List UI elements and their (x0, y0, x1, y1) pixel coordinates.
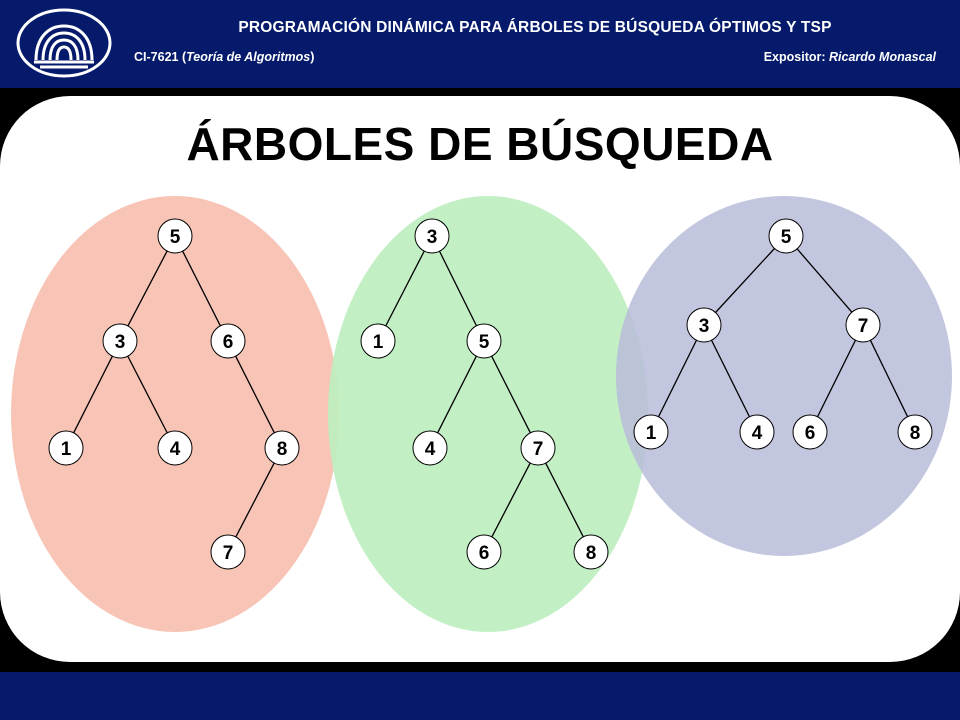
header-bar: PROGRAMACIÓN DINÁMICA PARA ÁRBOLES DE BÚ… (0, 0, 960, 88)
tree-node-label: 3 (427, 227, 438, 248)
university-logo-icon (16, 8, 112, 78)
tree-node (739, 414, 775, 450)
course-label: CI-7621 (Teoría de Algoritmos) (134, 50, 314, 64)
slide-title: ÁRBOLES DE BÚSQUEDA (186, 118, 774, 170)
tree-edge (235, 355, 275, 434)
tree-edge (385, 250, 425, 327)
tree-node (48, 430, 84, 466)
tree-node-label: 6 (223, 332, 234, 353)
tree-node-label: 5 (479, 332, 490, 353)
tree-edge (869, 340, 909, 417)
tree-node (520, 430, 556, 466)
speaker-label: Expositor: Ricardo Monascal (764, 50, 936, 64)
tree-node (360, 323, 396, 359)
tree-node (792, 414, 828, 450)
tree-edge (816, 339, 857, 418)
tree-node-label: 4 (752, 423, 763, 444)
tree-node (573, 534, 609, 570)
tree-node (686, 307, 722, 343)
tree-node-label: 8 (586, 543, 597, 564)
tree-node-label: 1 (373, 332, 384, 353)
tree-node-label: 7 (533, 439, 544, 460)
tree-edge (73, 355, 113, 434)
tree-2: 3 1 5 4 7 6 8 (360, 218, 609, 570)
tree-edge (182, 250, 221, 327)
tree-node-label: 7 (858, 316, 869, 337)
tree-edge (235, 462, 275, 538)
tree-node (157, 430, 193, 466)
tree-edge (437, 355, 477, 434)
tree-node-label: 4 (425, 439, 436, 460)
tree-node (210, 534, 246, 570)
tree-node (414, 218, 450, 254)
footer-bar (0, 672, 960, 720)
tree-edge (715, 248, 775, 313)
tree-3: 5 3 7 1 4 6 8 (633, 218, 933, 450)
tree-3-background (616, 196, 952, 556)
tree-node-label: 5 (170, 227, 181, 248)
tree-node (897, 414, 933, 450)
tree-node (102, 323, 138, 359)
tree-edge (491, 355, 531, 434)
tree-1: 5 3 6 1 4 8 7 (48, 218, 300, 570)
speaker-name: Ricardo Monascal (829, 50, 936, 64)
tree-node (264, 430, 300, 466)
tree-edge (127, 250, 168, 327)
tree-node (845, 307, 881, 343)
tree-node-label: 3 (699, 316, 710, 337)
tree-edge (491, 462, 531, 538)
tree-edge (710, 339, 751, 418)
tree-node-label: 1 (646, 423, 657, 444)
tree-node-label: 8 (277, 439, 288, 460)
tree-node-label: 8 (910, 423, 921, 444)
tree-node (768, 218, 804, 254)
tree-node (412, 430, 448, 466)
course-name: Teoría de Algoritmos (186, 50, 311, 64)
tree-node-label: 3 (115, 332, 126, 353)
search-trees: 5 3 6 1 4 8 7 3 1 5 4 7 6 8 5 3 7 1 4 6 8 (48, 218, 933, 570)
tree-edge (545, 462, 584, 538)
presentation-title: PROGRAMACIÓN DINÁMICA PARA ÁRBOLES DE BÚ… (238, 19, 832, 36)
tree-node-label: 6 (479, 543, 490, 564)
tree-node (466, 323, 502, 359)
tree-node-label: 6 (805, 423, 816, 444)
tree-node (210, 323, 246, 359)
tree-node (633, 414, 669, 450)
tree-node-label: 7 (223, 543, 234, 564)
tree-node-label: 5 (781, 227, 792, 248)
tree-node (466, 534, 502, 570)
tree-node (157, 218, 193, 254)
tree-node-label: 1 (61, 439, 72, 460)
tree-node-label: 4 (170, 439, 181, 460)
course-close: ) (310, 50, 315, 64)
tree-2-background (328, 196, 648, 632)
tree-edge (438, 250, 478, 327)
speaker-prefix: Expositor: (763, 50, 830, 64)
tree-1-background (11, 196, 339, 632)
tree-edge (127, 355, 168, 434)
course-code: CI-7621 ( (134, 50, 187, 64)
tree-edge (657, 339, 698, 418)
tree-edge (796, 248, 853, 313)
